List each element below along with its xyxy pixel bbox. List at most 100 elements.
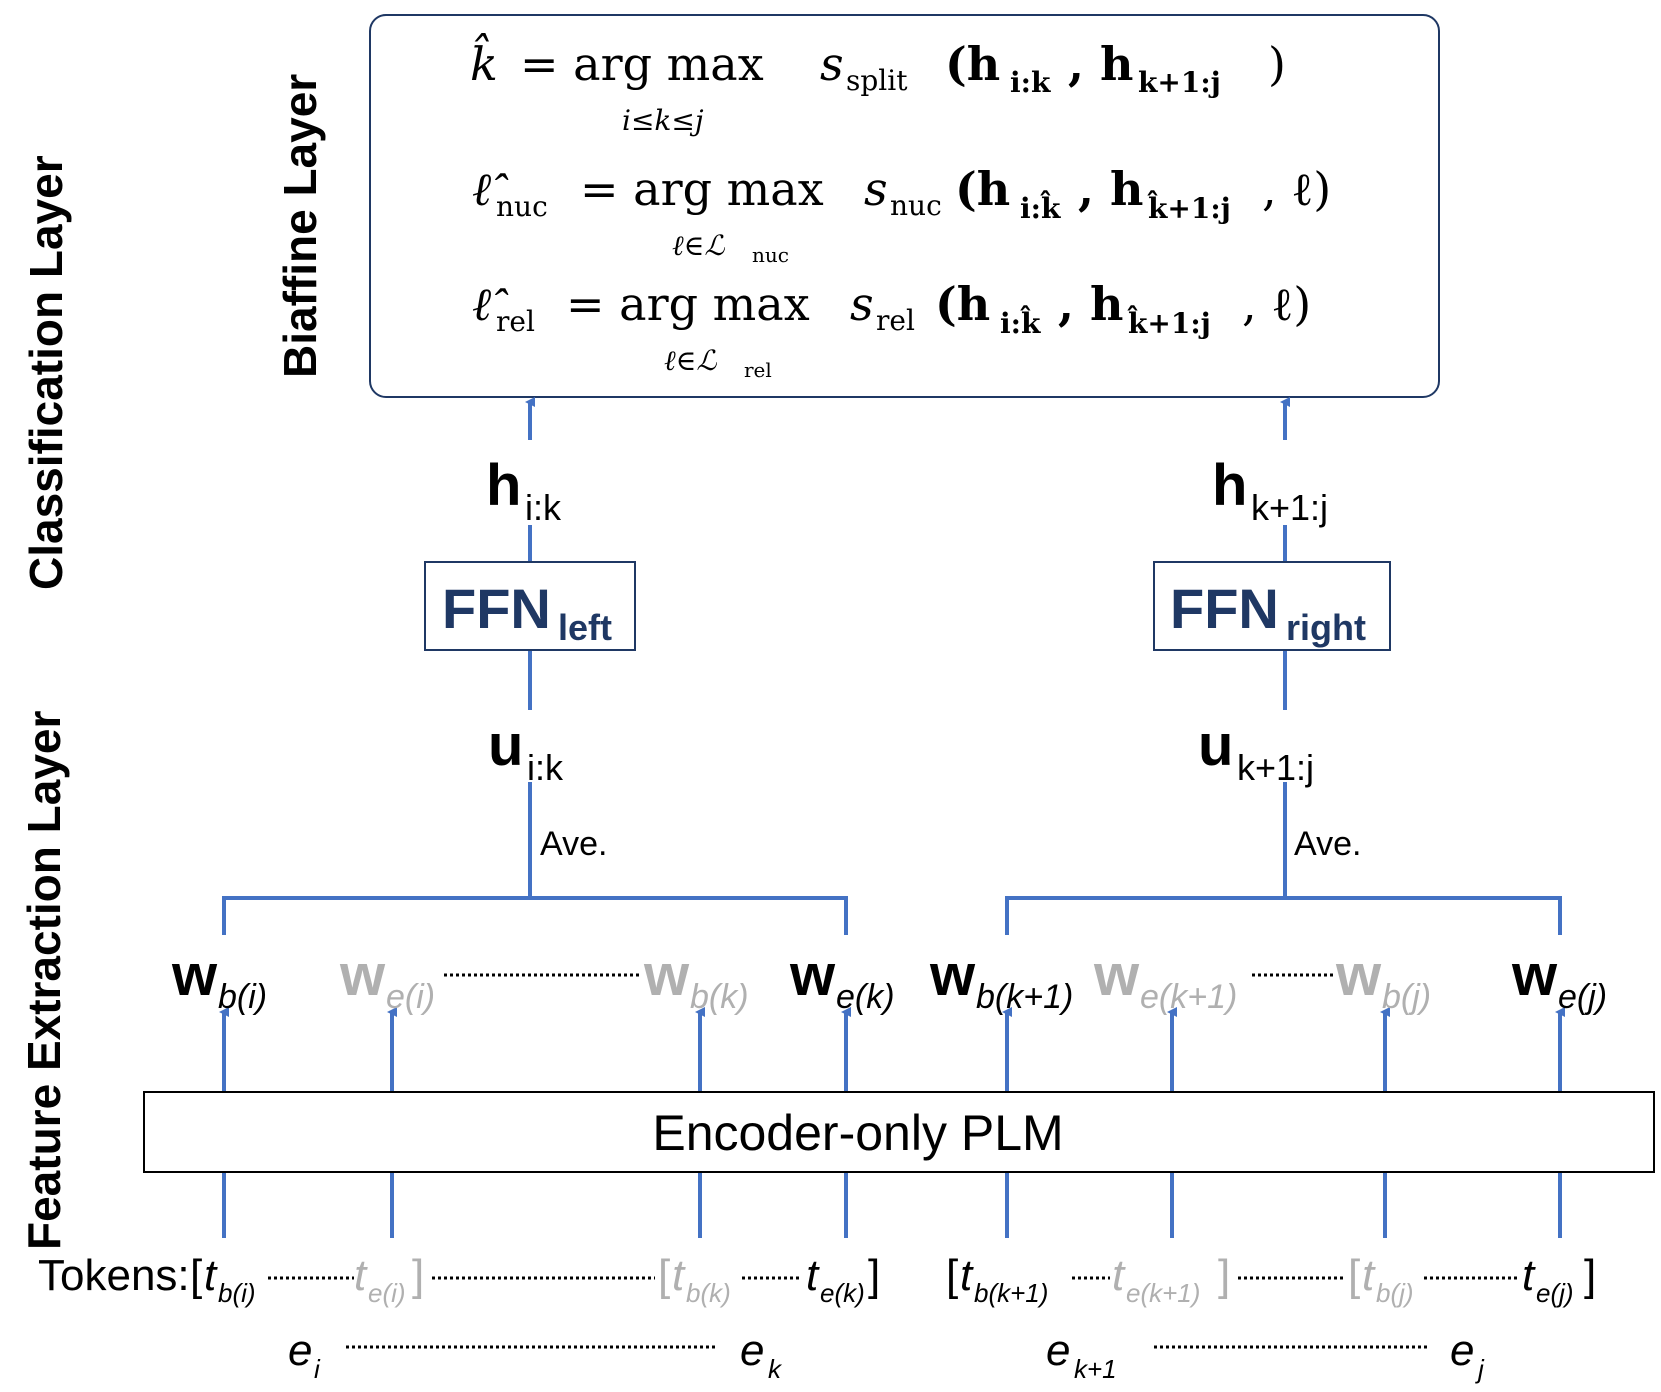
token-bracket-open-4: [ <box>1348 1251 1360 1300</box>
edu-e-k-base: e <box>740 1326 764 1375</box>
eq-rel-arg1-sub: i:k̂ <box>1000 306 1041 340</box>
w-b-j-sub: b(j) <box>1382 978 1431 1016</box>
u-left-sub: i:k <box>527 747 564 788</box>
eq-nuc-mid: , h <box>1078 162 1143 216</box>
eq-nuc-arg2-sub: k̂+1:j <box>1146 191 1230 225</box>
token-bracket-close-3: ] <box>1218 1251 1230 1300</box>
ffn-right-base: FFN <box>1170 577 1279 640</box>
w-vectors: w b(i) w e(i) w b(k) w e(k) w b(k+1) w e… <box>171 943 1607 1016</box>
h-left-sub: i:k <box>525 487 562 528</box>
token-t-b-j-sub: b(j) <box>1376 1278 1414 1308</box>
edu-e-k1-sub: k+1 <box>1074 1354 1117 1384</box>
edu-e-k-sub: k <box>768 1354 783 1384</box>
w-e-j-base: w <box>1511 943 1558 1008</box>
u-left: u i:k <box>484 713 594 788</box>
eq-rel-args: (h <box>935 277 990 331</box>
u-left-base: u <box>488 713 523 778</box>
token-bracket-open-1: [ <box>190 1251 202 1300</box>
w-b-j: w b(j) <box>1335 943 1431 1016</box>
eq-split-lhs: k̂ <box>470 32 498 91</box>
w-e-i: w e(i) <box>339 943 435 1016</box>
eq-nuc-args: (h <box>955 162 1010 216</box>
h-left: h i:k <box>482 453 592 528</box>
equation-split: k̂ = arg max i≤k≤j s split (h i:k , h k+… <box>470 32 1286 137</box>
eq-nuc-op: = arg max <box>580 162 824 216</box>
w-b-k1-base: w <box>929 943 976 1008</box>
tokens-label: Tokens: <box>38 1251 190 1300</box>
w-b-k-base: w <box>643 943 690 1008</box>
ave-label-right: Ave. <box>1294 825 1361 863</box>
encoder-box <box>143 1091 1655 1173</box>
token-t-e-j-sub: e(j) <box>1536 1278 1574 1308</box>
biaffine-layer-label: Biaffine Layer <box>274 74 326 378</box>
eq-split-arg2-sub: k+1:j <box>1138 66 1221 99</box>
eq-split-under: i≤k≤j <box>622 104 704 137</box>
eq-nuc-close: , ℓ) <box>1262 162 1331 216</box>
token-bracket-close-4: ] <box>1584 1251 1596 1300</box>
eq-nuc-fn: s <box>864 162 888 216</box>
eq-rel-fn-sub: rel <box>876 304 915 337</box>
token-t-e-k-base: t <box>806 1251 820 1300</box>
eq-nuc-under-sub: nuc <box>752 243 789 267</box>
w-e-k-sub: e(k) <box>836 978 895 1016</box>
token-t-e-i-sub: e(i) <box>368 1278 406 1308</box>
h-right: h k+1:j <box>1210 453 1360 528</box>
w-e-k: w e(k) <box>789 943 895 1016</box>
u-right-sub: k+1:j <box>1237 747 1314 788</box>
eq-split-arg1-sub: i:k <box>1010 66 1051 99</box>
eq-split-fn-sub: split <box>846 64 908 97</box>
edu-e-k1-base: e <box>1046 1326 1070 1375</box>
token-bracket-close-2: ] <box>868 1251 880 1300</box>
u-right: u k+1:j <box>1196 713 1346 788</box>
w-e-j-sub: e(j) <box>1558 978 1607 1016</box>
encoder-label: Encoder-only PLM <box>652 1105 1063 1161</box>
equation-nuc: ℓ̂ nuc = arg max ℓ∈ℒ nuc s nuc (h i:k̂ ,… <box>472 162 1331 267</box>
token-bracket-close-1: ] <box>412 1251 424 1300</box>
edu-e-j-base: e <box>1450 1326 1474 1375</box>
w-b-k-sub: b(k) <box>690 978 749 1016</box>
w-e-k1-base: w <box>1093 943 1140 1008</box>
token-bracket-open-3: [ <box>946 1251 958 1300</box>
token-t-b-i-sub: b(i) <box>218 1278 256 1308</box>
biaffine-box <box>369 14 1440 398</box>
edu-e-i-base: e <box>288 1326 312 1375</box>
token-bracket-open-2: [ <box>658 1251 670 1300</box>
ffn-right-box: FFN right <box>1153 561 1391 651</box>
h-right-sub: k+1:j <box>1251 487 1328 528</box>
w-b-i-sub: b(i) <box>218 978 267 1016</box>
edu-row: e i e k e k+1 e j <box>288 1326 1485 1384</box>
w-b-j-base: w <box>1335 943 1382 1008</box>
edu-e-j-sub: j <box>1475 1354 1485 1384</box>
eq-rel-fn: s <box>850 277 874 331</box>
tokens-row: Tokens: [ t b(i) t e(i) ] [ t b(k) t e(k… <box>38 1251 1596 1308</box>
w-b-i: w b(i) <box>171 943 267 1016</box>
token-t-b-k1-base: t <box>960 1251 974 1300</box>
eq-split-fn: s <box>820 37 844 91</box>
eq-rel-under: ℓ∈ℒ <box>664 344 717 377</box>
bracket-left <box>222 896 848 935</box>
eq-nuc-lhs-sub: nuc <box>496 190 548 223</box>
eq-nuc-under: ℓ∈ℒ <box>672 229 725 262</box>
eq-rel-lhs-sub: rel <box>496 305 535 338</box>
token-t-b-k-sub: b(k) <box>686 1278 731 1308</box>
eq-split-op: = arg max <box>520 37 764 91</box>
ffn-left-base: FFN <box>442 577 551 640</box>
feature-extraction-layer-label: Feature Extraction Layer <box>18 710 70 1250</box>
w-e-j: w e(j) <box>1511 943 1607 1016</box>
eq-split-close: ) <box>1268 37 1286 91</box>
h-left-base: h <box>486 453 521 518</box>
token-t-b-k-base: t <box>672 1251 686 1300</box>
eq-nuc-fn-sub: nuc <box>890 189 942 222</box>
token-t-b-j-base: t <box>1362 1251 1376 1300</box>
classification-layer-label: Classification Layer <box>20 155 72 590</box>
w-e-k1: w e(k+1) <box>1093 943 1237 1016</box>
token-t-e-i-base: t <box>354 1251 368 1300</box>
u-right-base: u <box>1198 713 1233 778</box>
token-t-b-k1-sub: b(k+1) <box>974 1278 1048 1308</box>
token-t-b-i-base: t <box>204 1251 218 1300</box>
eq-rel-arg2-sub: k̂+1:j <box>1126 306 1210 340</box>
edu-e-i-sub: i <box>314 1354 321 1384</box>
eq-rel-under-sub: rel <box>744 358 772 382</box>
ffn-left-box: FFN left <box>424 561 636 651</box>
